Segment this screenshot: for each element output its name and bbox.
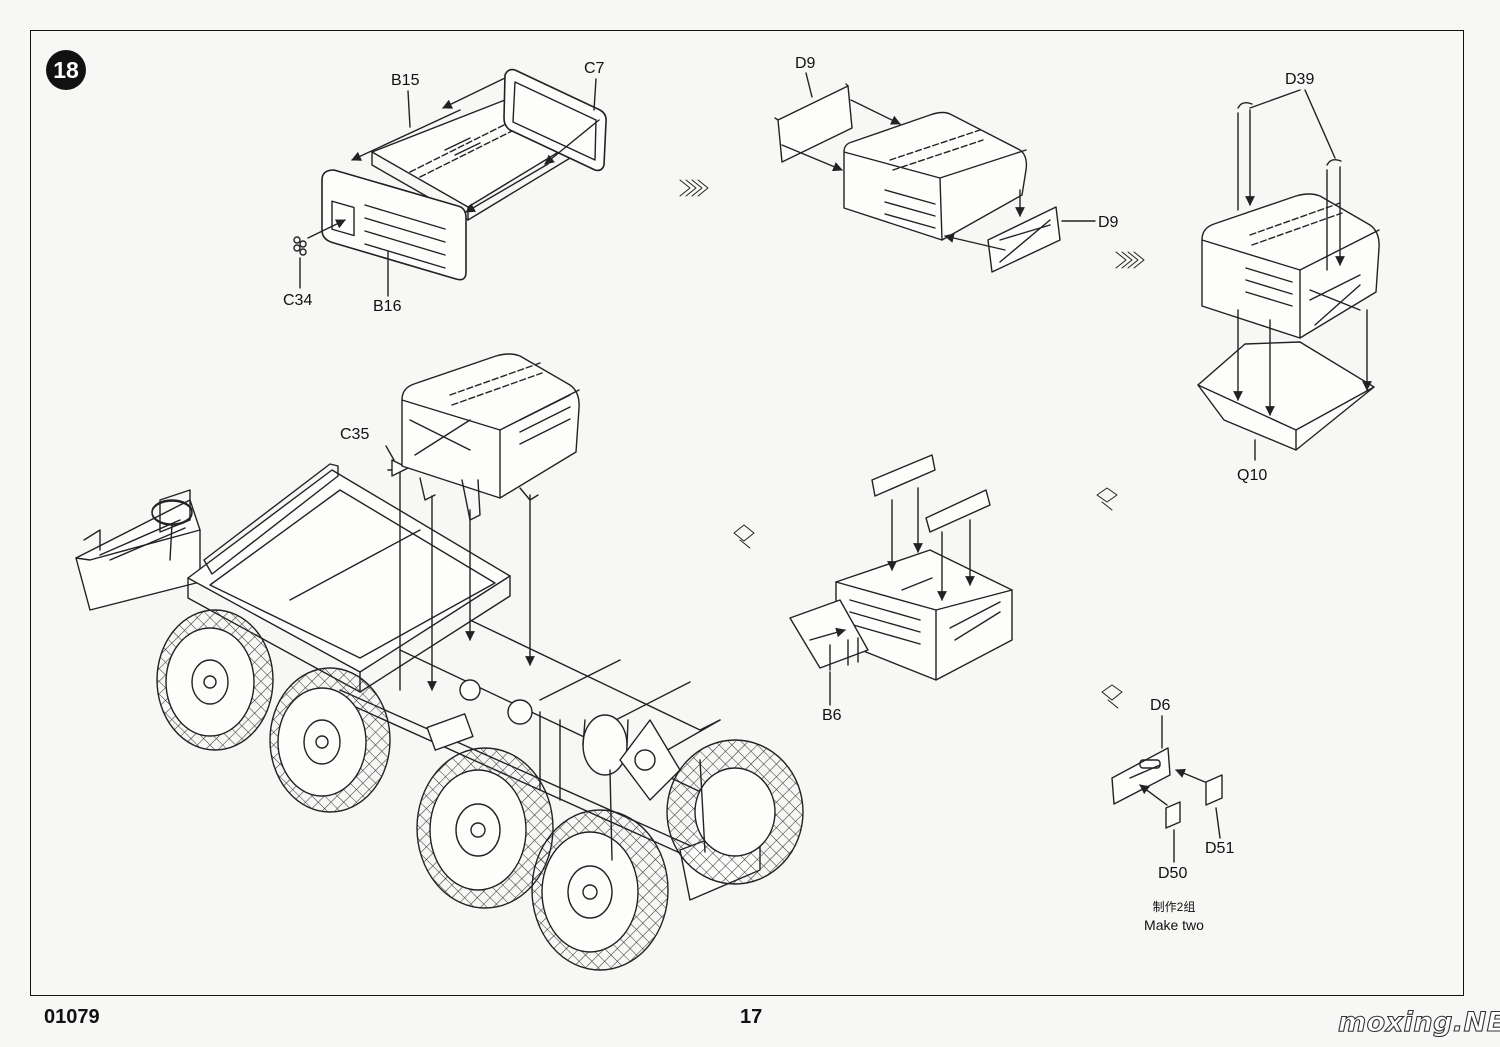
cab-shell-side-panels xyxy=(774,72,1096,273)
label-d51: D51 xyxy=(1205,840,1235,857)
watermark-logo: moxing.NET xyxy=(1337,1006,1500,1038)
cab-underbody-b6 xyxy=(789,454,1013,706)
label-d9-top: D9 xyxy=(795,55,816,72)
cab-shell-and-floor-q10 xyxy=(1197,89,1380,461)
kit-number: 01079 xyxy=(44,1006,100,1028)
make-two-chinese: 制作2组 xyxy=(1152,900,1196,914)
label-d39: D39 xyxy=(1285,71,1315,88)
label-d9-right: D9 xyxy=(1098,214,1119,231)
label-d50: D50 xyxy=(1158,865,1188,882)
label-d6: D6 xyxy=(1150,697,1171,714)
mud-flap-bracket-d6 xyxy=(1111,715,1223,863)
wheel-rear-2 xyxy=(531,809,669,971)
label-b6: B6 xyxy=(822,707,842,724)
step-direction-marks xyxy=(679,179,1145,709)
wheel-rear-far xyxy=(666,739,804,885)
cab-shell-exploded xyxy=(293,68,607,297)
label-b15: B15 xyxy=(391,72,420,89)
label-b16: B16 xyxy=(373,298,402,315)
wheel-front-2 xyxy=(269,667,391,813)
label-c35: C35 xyxy=(340,426,370,443)
step-number-badge: 18 xyxy=(46,50,86,90)
label-c34: C34 xyxy=(283,292,313,309)
page-number: 17 xyxy=(740,1006,763,1028)
make-two-note: 制作2组 Make two xyxy=(1128,898,1220,934)
label-q10: Q10 xyxy=(1237,467,1268,484)
make-two-english: Make two xyxy=(1144,917,1204,933)
wheel-front-1 xyxy=(156,609,274,751)
wheel-rear-1 xyxy=(416,747,554,909)
label-c7: C7 xyxy=(584,60,605,77)
truck-chassis xyxy=(75,353,804,971)
instruction-frame xyxy=(30,30,1464,996)
